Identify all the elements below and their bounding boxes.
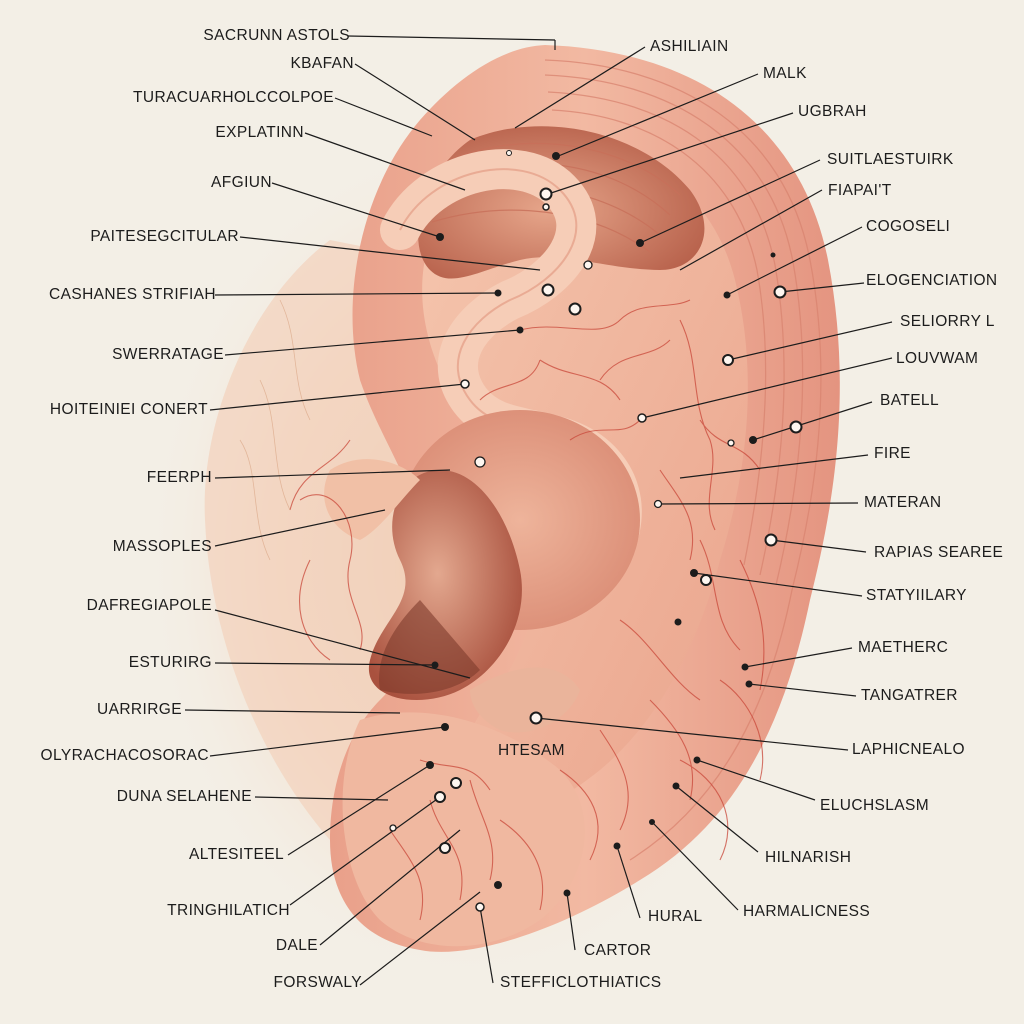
label-fiapai-t: FIAPAI'T [828, 182, 892, 199]
label-hilnarish: HILNARISH [765, 849, 852, 866]
label-maetherc: MAETHERC [858, 639, 949, 656]
label-ashiliain: ASHILIAIN [650, 38, 729, 55]
label-kbafan: KBAFAN [290, 55, 354, 72]
label-esturirg: ESTURIRG [128, 654, 212, 671]
label-feerph: FEERPH [146, 469, 212, 486]
label-louvwam: LOUVWAM [896, 350, 979, 367]
label-hoiteiniei-conert: HOITEINIEI CONERT [49, 401, 208, 418]
blood-vessels [289, 299, 765, 921]
label-olyrachacosorac: OLYRACHACOSORAC [40, 747, 209, 764]
label-laphicnealo: LAPHICNEALO [852, 741, 965, 758]
label-uarrirge: UARRIRGE [96, 701, 182, 718]
label-stefficlothiatics: STEFFICLOTHIATICS [500, 974, 662, 991]
label-materan: MATERAN [864, 494, 942, 511]
marker-points [389, 150, 803, 912]
label-cogoseli: COGOSELI [866, 218, 951, 235]
label-statyiilary: STATYIILARY [866, 587, 967, 604]
label-cashanes-strifiah: CASHANES STRIFIAH [49, 286, 216, 303]
label-swerratage: SWERRATAGE [112, 346, 224, 363]
label-harmalicness: HARMALICNESS [743, 903, 871, 920]
label-rapias-searee: RAPIAS SEAREE [874, 544, 1004, 561]
label-htesam: HTESAM [498, 742, 565, 759]
label-hural: HURAL [648, 908, 703, 925]
label-suitlaestuirk: SUITLAESTUIRK [827, 151, 954, 168]
earlobe-shape [342, 712, 585, 947]
label-paitesegcitular: PAITESEGCITULAR [90, 228, 239, 245]
label-tangatrer: TANGATRER [861, 687, 958, 704]
label-ugbrah: UGBRAH [798, 103, 867, 120]
label-tringhilatich: TRINGHILATICH [167, 902, 290, 919]
label-turacuarholccolpoe: TURACUARHOLCCOLPOE [133, 89, 334, 106]
label-eluchslasm: ELUCHSLASM [820, 797, 930, 814]
label-dale: DALE [275, 937, 318, 954]
label-malk: MALK [763, 65, 807, 82]
label-batell: BATELL [880, 392, 939, 409]
label-afgiun: AFGIUN [211, 174, 272, 191]
label-forswaly: FORSWALY [273, 974, 362, 991]
label-cartor: CARTOR [584, 942, 652, 959]
label-seliorry-l: SELIORRY L [900, 313, 995, 330]
label-duna-selahene: DUNA SELAHENE [116, 788, 252, 805]
leader-lines [184, 35, 893, 986]
label-sacrunn-astols: SACRUNN ASTOLS [203, 27, 350, 44]
label-altesiteel: ALTESITEEL [188, 846, 284, 863]
label-massoples: MASSOPLES [112, 538, 212, 555]
label-elogenciation: ELOGENCIATION [866, 272, 998, 289]
label-explatinn: EXPLATINN [215, 124, 304, 141]
label-fire: FIRE [874, 445, 911, 462]
label-dafregiapole: DAFREGIAPOLE [86, 597, 212, 614]
